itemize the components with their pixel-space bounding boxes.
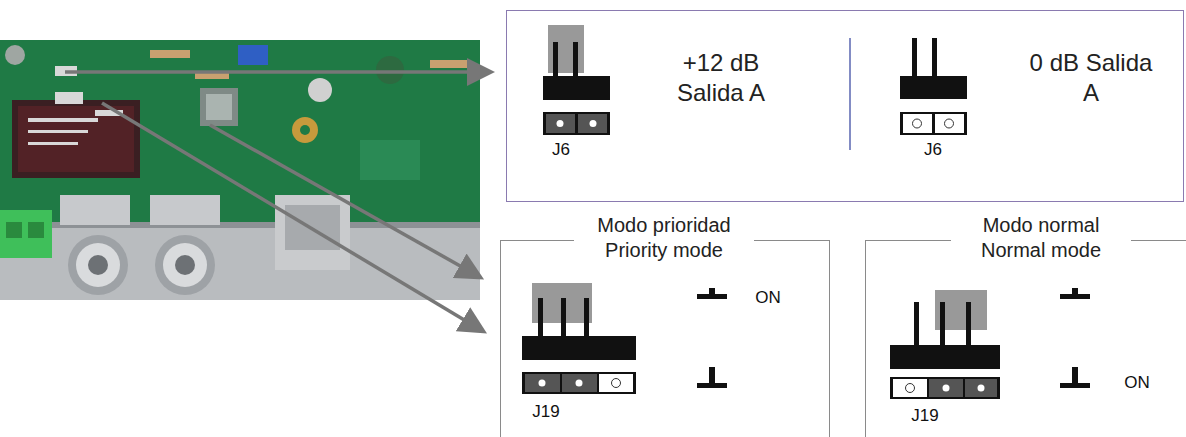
pcb-photo xyxy=(88,255,108,275)
jumper-symbol xyxy=(978,385,985,392)
switch-symbol xyxy=(1072,288,1078,295)
pcb-photo xyxy=(275,195,350,270)
leader-arrow xyxy=(65,72,488,330)
jumper-symbol xyxy=(584,298,589,340)
pcb-photo xyxy=(300,125,310,135)
pcb-photo xyxy=(200,88,238,126)
jumper-name: J19 xyxy=(911,406,938,426)
switch-state: ON xyxy=(755,288,781,308)
jumper-symbol xyxy=(913,119,922,128)
mode-title: Modo normal Normal mode xyxy=(951,213,1131,263)
pcb-photo xyxy=(206,94,232,120)
pcb-photo xyxy=(150,50,190,58)
pcb-photo xyxy=(238,45,268,65)
pcb-photo xyxy=(76,243,120,287)
pcb-photo xyxy=(292,117,318,143)
pcb-photo xyxy=(68,235,128,295)
jumper-symbol xyxy=(914,302,919,346)
jumper-symbol xyxy=(576,380,583,387)
pcb-photo xyxy=(376,56,404,84)
jumper-symbol xyxy=(543,25,610,135)
switch-symbol xyxy=(709,367,715,384)
pcb-photo xyxy=(155,235,215,295)
jumper-symbol xyxy=(561,298,566,340)
jumper-symbol xyxy=(522,336,636,360)
jumper-symbol xyxy=(525,374,560,392)
pcb-photo xyxy=(308,78,332,102)
jumper-symbol xyxy=(965,379,997,397)
jumper-symbol xyxy=(890,345,1000,369)
jumper-symbol xyxy=(543,112,610,135)
jumper-symbol xyxy=(893,379,927,397)
jumper-symbol xyxy=(546,114,575,133)
switch-symbol xyxy=(1072,367,1078,384)
jumper-symbol xyxy=(612,379,621,388)
jumper-name: J6 xyxy=(552,140,570,160)
pcb-photo xyxy=(18,106,134,172)
jumper-symbol xyxy=(900,112,967,135)
pcb-photo xyxy=(163,243,207,287)
jumper-symbol xyxy=(522,372,636,394)
pcb-photo xyxy=(360,140,420,180)
jumper-symbol xyxy=(903,114,932,133)
jumper-symbol xyxy=(543,76,610,100)
jumper-symbol xyxy=(945,119,954,128)
divider-line xyxy=(849,38,851,150)
jumper-symbol xyxy=(590,120,597,127)
jumper-symbol xyxy=(900,76,967,99)
setting-text: 0 dB Salida A xyxy=(1026,48,1156,108)
pcb-photo xyxy=(430,60,470,68)
jumper-symbol xyxy=(940,302,945,346)
pcb-photo xyxy=(5,45,25,65)
pcb-photo xyxy=(28,222,44,238)
pcb-photo xyxy=(60,195,130,225)
pcb-photo xyxy=(55,92,83,104)
switch-symbol xyxy=(1060,288,1090,388)
pcb-photo xyxy=(28,142,78,145)
switch-symbol xyxy=(709,288,715,295)
switch-symbol xyxy=(697,288,727,388)
pcb-photo xyxy=(6,222,22,238)
jumper-symbol xyxy=(943,385,950,392)
jumper-symbol xyxy=(929,379,963,397)
jumper-symbol xyxy=(900,38,967,135)
jumper-symbol xyxy=(557,120,564,127)
leader-arrow xyxy=(210,125,478,276)
pcb-photo xyxy=(175,255,195,275)
leader-arrow xyxy=(102,103,481,330)
jumper-symbol xyxy=(890,290,1000,399)
pcb-photo xyxy=(12,100,140,178)
jumper-symbol xyxy=(906,384,915,393)
setting-panel: +12 dB Salida A 0 dB Salida A xyxy=(506,10,1184,202)
pcb-photo xyxy=(150,195,220,225)
jumper-symbol xyxy=(539,380,546,387)
pcb-photo xyxy=(0,210,52,258)
switch-state: ON xyxy=(1124,373,1150,393)
jumper-symbol xyxy=(890,377,1000,399)
jumper-symbol xyxy=(522,283,636,394)
jumper-name: J6 xyxy=(924,140,942,160)
jumper-symbol xyxy=(562,374,597,392)
jumper-name: J19 xyxy=(532,402,559,422)
pcb-photo xyxy=(28,130,88,133)
pcb-photo xyxy=(0,40,480,300)
pcb-photo xyxy=(28,118,98,122)
jumper-symbol xyxy=(578,114,607,133)
mode-title: Modo prioridad Priority mode xyxy=(574,213,754,263)
jumper-symbol xyxy=(538,298,543,340)
leader-arrow xyxy=(65,70,488,74)
jumper-symbol xyxy=(935,114,964,133)
jumper-symbol xyxy=(599,374,633,392)
setting-text: +12 dB Salida A xyxy=(656,48,786,108)
jumper-symbol xyxy=(966,302,971,346)
